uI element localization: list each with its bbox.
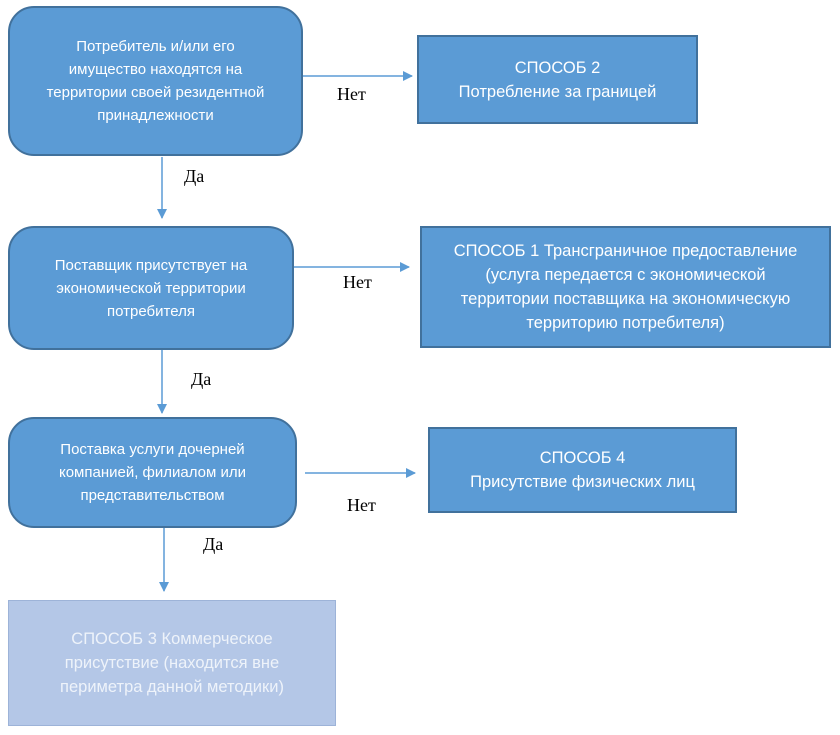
label-q3-yes: Да: [203, 534, 224, 554]
question-supplier-presence: Поставщик присутствует на экономической …: [8, 226, 294, 350]
outcome-mode-2: СПОСОБ 2 Потребление за границей: [417, 35, 698, 124]
label-q2-no: Нет: [343, 272, 372, 292]
question-resident-territory: Потребитель и/или его имущество находятс…: [8, 6, 303, 156]
label-q1-yes: Да: [184, 166, 205, 186]
label-q2-yes: Да: [191, 369, 212, 389]
question-commercial-presence: Поставка услуги дочерней компанией, фили…: [8, 417, 297, 528]
outcome-mode-4: СПОСОБ 4 Присутствие физических лиц: [428, 427, 737, 513]
outcome-mode-1: СПОСОБ 1 Трансграничное предоставление (…: [420, 226, 831, 348]
label-q3-no: Нет: [347, 495, 376, 515]
outcome-mode-3: СПОСОБ 3 Коммерческое присутствие (наход…: [8, 600, 336, 726]
label-q1-no: Нет: [337, 84, 366, 104]
